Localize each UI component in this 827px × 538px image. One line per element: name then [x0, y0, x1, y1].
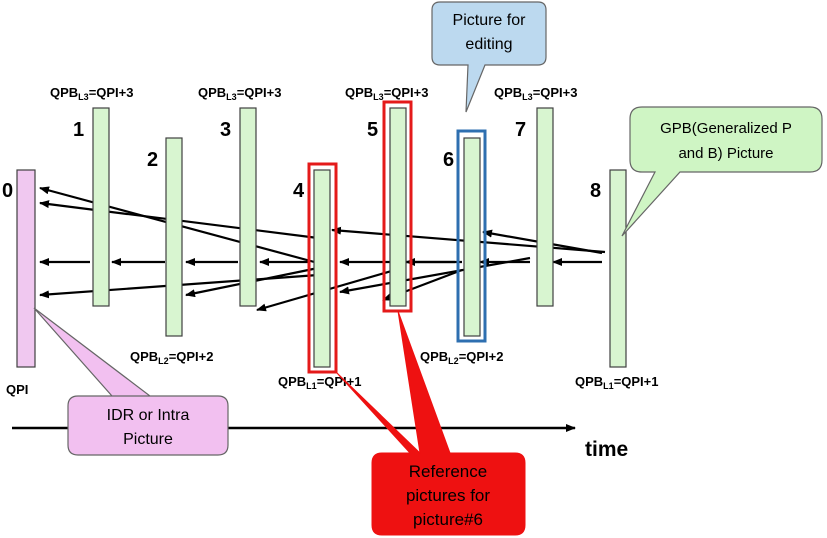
qp-label: QPBL2=QPI+2 [130, 349, 214, 366]
editing-highlight-6 [456, 129, 487, 343]
picture-bar-0 [16, 169, 36, 368]
picture-number-3: 3 [220, 119, 231, 141]
idr-callout: IDR or Intra Picture [33, 307, 229, 456]
gpb-callout-line-2: and B) Picture [678, 145, 773, 162]
picture-bar-3 [239, 107, 257, 307]
idr-callout-line-2: Picture [123, 431, 173, 448]
picture-number-2: 2 [147, 149, 158, 171]
editing-callout: Picture for editing [431, 1, 547, 113]
editing-callout-line-1: Picture for [453, 12, 527, 29]
qp-label: QPBL3=QPI+3 [50, 85, 134, 102]
qp-label: QPBL1=QPI+1 [575, 374, 659, 391]
picture-bar-4 [313, 169, 331, 368]
qp-label: QPBL3=QPI+3 [198, 85, 282, 102]
picture-bar-6 [463, 137, 481, 337]
arrow [339, 256, 531, 295]
picture-numbers: 0 1 2 3 4 5 6 7 8 [2, 119, 601, 202]
picture-bars [16, 107, 627, 368]
picture-number-0: 0 [2, 180, 13, 202]
gpb-callout: GPB(Generalized P and B) Picture [621, 106, 823, 237]
qp-label: QPBL1=QPI+1 [278, 374, 362, 391]
qp-label: QPBL3=QPI+3 [494, 85, 578, 102]
reference-highlight-4 [307, 162, 338, 374]
picture-bar-1 [92, 107, 110, 307]
reference-callout-line-3: picture#6 [413, 510, 483, 529]
picture-number-8: 8 [590, 180, 601, 202]
time-label: time [585, 438, 628, 461]
picture-number-5: 5 [367, 119, 378, 141]
picture-bar-5 [389, 107, 407, 307]
picture-number-1: 1 [73, 119, 84, 141]
qpi-label: QPI [6, 382, 28, 397]
idr-callout-line-1: IDR or Intra [107, 407, 190, 424]
prediction-arrows [39, 186, 606, 312]
picture-bar-7 [536, 107, 554, 307]
editing-callout-line-2: editing [465, 36, 512, 53]
picture-bar-2 [165, 137, 183, 337]
reference-callout: Reference pictures for picture#6 [335, 310, 526, 536]
picture-number-7: 7 [515, 119, 526, 141]
qp-label: QPBL3=QPI+3 [345, 85, 429, 102]
qp-labels: QPBL3=QPI+3 QPBL2=QPI+2 QPBL3=QPI+3 QPBL… [6, 85, 659, 397]
picture-number-6: 6 [443, 149, 454, 171]
picture-bar-8 [609, 169, 627, 368]
picture-number-4: 4 [293, 180, 305, 202]
reference-highlight-5 [382, 100, 413, 313]
reference-callout-line-1: Reference [409, 462, 487, 481]
qp-label: QPBL2=QPI+2 [420, 349, 504, 366]
gpb-callout-line-1: GPB(Generalized P [660, 120, 792, 137]
reference-callout-line-2: pictures for [406, 486, 490, 505]
